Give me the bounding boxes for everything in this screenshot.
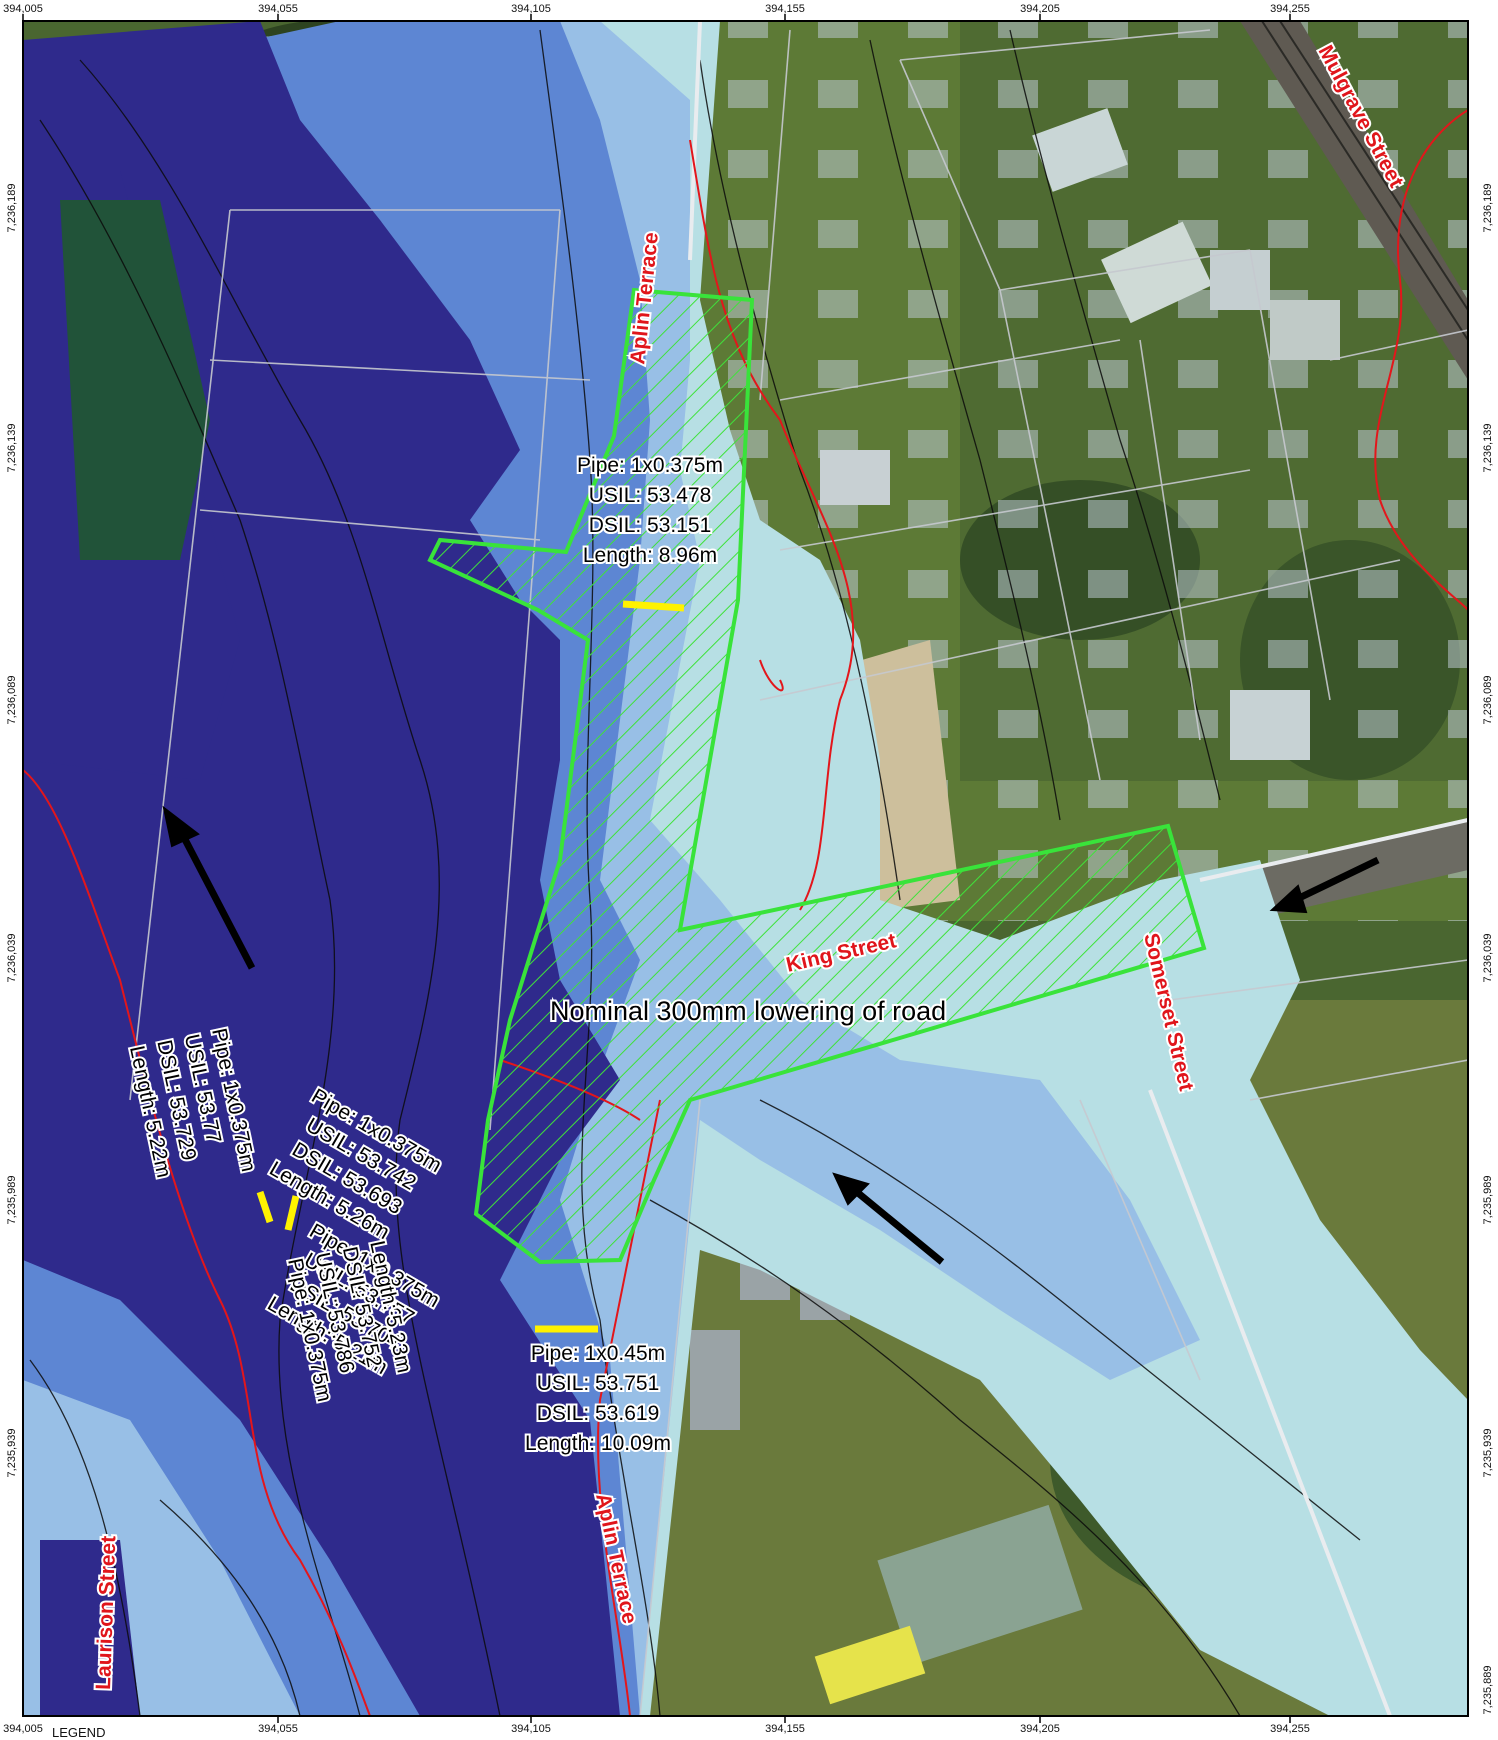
pipe-marker-2 <box>256 1190 274 1224</box>
northing-left-5: 7,235,989 <box>6 1175 18 1225</box>
svg-text:Length: 10.09m: Length: 10.09m <box>525 1432 671 1455</box>
pipe-marker-1 <box>622 600 685 612</box>
svg-text:Length: 8.96m: Length: 8.96m <box>583 544 717 567</box>
map-border <box>22 20 1469 1717</box>
northing-left-6: 7,235,939 <box>6 1428 18 1478</box>
northing-right-7: 7,235,889 <box>1482 1665 1494 1715</box>
easting-bottom-5: 394,205 <box>1020 1723 1060 1735</box>
road-lowering-label: Nominal 300mm lowering of road <box>550 996 946 1026</box>
northing-left-2: 7,236,139 <box>6 423 18 473</box>
pipe-label-4: Pipe: 1x0.45m USIL: 53.751 DSIL: 53.619 … <box>523 1340 673 1457</box>
easting-top-6: 394,255 <box>1270 3 1310 15</box>
northing-right-1: 7,236,189 <box>1482 183 1494 233</box>
easting-top-1: 394,005 <box>3 3 43 15</box>
easting-top-5: 394,205 <box>1020 3 1060 15</box>
northing-right-5: 7,235,989 <box>1482 1175 1494 1225</box>
svg-text:Pipe: 1x0.45m: Pipe: 1x0.45m <box>531 1342 665 1365</box>
easting-bottom-2: 394,055 <box>258 1723 298 1735</box>
easting-top-2: 394,055 <box>258 3 298 15</box>
northing-right-6: 7,235,939 <box>1482 1428 1494 1478</box>
pipe-marker-3 <box>284 1195 300 1231</box>
northing-right-3: 7,236,089 <box>1482 675 1494 725</box>
svg-text:USIL: 53.478: USIL: 53.478 <box>589 484 712 507</box>
northing-right-4: 7,236,039 <box>1482 933 1494 983</box>
pipe-label-1: Pipe: 1x0.375m USIL: 53.478 DSIL: 53.151… <box>575 452 725 569</box>
svg-text:DSIL: 53.619: DSIL: 53.619 <box>537 1402 660 1425</box>
easting-bottom-1: 394,005 <box>3 1723 43 1735</box>
easting-top-4: 394,155 <box>765 3 805 15</box>
flow-arrows <box>162 805 1380 1265</box>
imagery-layer <box>23 21 1468 1716</box>
svg-text:Pipe: 1x0.375m: Pipe: 1x0.375m <box>577 454 723 477</box>
northing-left-1: 7,236,189 <box>6 183 18 233</box>
easting-bottom-4: 394,155 <box>765 1723 805 1735</box>
easting-bottom-3: 394,105 <box>511 1723 551 1735</box>
legend-title: LEGEND <box>52 1725 106 1740</box>
northing-left-4: 7,236,039 <box>6 933 18 983</box>
svg-text:DSIL: 53.151: DSIL: 53.151 <box>589 514 712 537</box>
road-lowering-area <box>427 287 1207 1265</box>
grid-ticks <box>22 14 1291 1723</box>
easting-bottom-6: 394,255 <box>1270 1723 1310 1735</box>
northing-left-3: 7,236,089 <box>6 675 18 725</box>
northing-right-2: 7,236,139 <box>1482 423 1494 473</box>
svg-text:USIL: 53.751: USIL: 53.751 <box>537 1372 660 1395</box>
easting-top-3: 394,105 <box>511 3 551 15</box>
